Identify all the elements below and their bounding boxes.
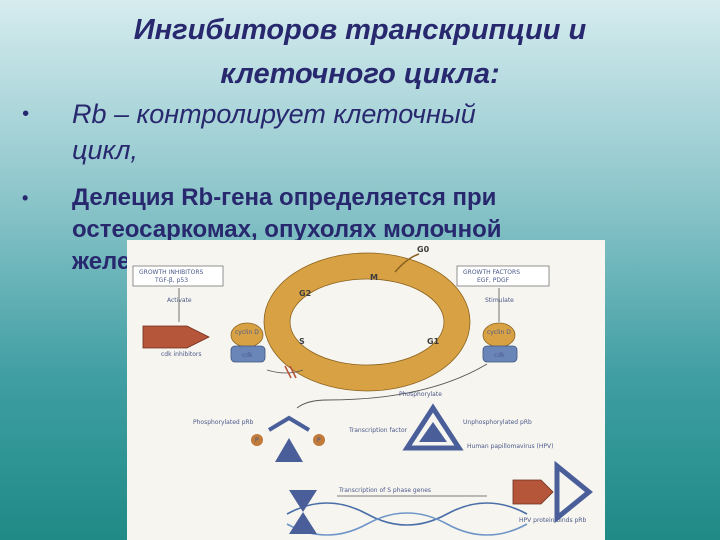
transcription-factor-left-icon [275, 438, 303, 462]
phase-g1-label: G1 [427, 337, 440, 346]
activate-label: Activate [167, 297, 192, 304]
bullet-rb-control: • Rb – контролирует клеточный цикл, [22, 96, 642, 168]
phosphorylate-arrow [296, 363, 488, 409]
cdk-inhibitors-label: cdk inhibitors [161, 351, 202, 358]
transcription-factor-label: Transcription factor [348, 427, 408, 434]
cdk-right-icon [482, 345, 518, 363]
block-mark [289, 365, 297, 379]
cdk-right-label: cdk [494, 352, 505, 359]
stimulate-label: Stimulate [485, 297, 514, 304]
dna-strand-icon [286, 512, 528, 536]
growth-factors-examples: EGF, PDGF [477, 277, 510, 284]
phase-g2-label: G2 [299, 289, 311, 298]
cdk-left-label: cdk [242, 352, 253, 359]
transcription-factor-dna-icon [289, 512, 317, 534]
bullet-marker: • [22, 103, 30, 125]
phosphorylate-label: Phosphorylate [399, 391, 442, 398]
hpv-protein-icon [512, 479, 554, 505]
growth-inhibitors-box [132, 265, 224, 287]
phase-s-label: S [299, 337, 305, 346]
transcription-factor-bound-icon [419, 422, 447, 442]
unphosphorylated-prb-label: Unphosphorylated pRb [463, 419, 532, 426]
prb-open-icon [267, 415, 311, 432]
phosphate-right-label: P [317, 437, 321, 444]
prb-hpv-bound-icon [554, 460, 593, 524]
prb-bound-icon [402, 403, 464, 451]
growth-factors-label: GROWTH FACTORS [463, 269, 520, 276]
cdk-inhibitor-arrow-icon [142, 325, 210, 349]
blocked-pathway [266, 369, 304, 374]
title-line-1: Ингибиторов транскрипции и [133, 14, 587, 46]
cyclin-d-right-label: cyclin D [487, 329, 511, 336]
title-line-2: клеточного цикла: [220, 58, 500, 90]
phosphate-right-icon [313, 434, 325, 446]
bullet-line: Rb – контролирует клеточный [72, 99, 476, 129]
cell-cycle-ring-outline [263, 252, 471, 392]
hpv-protein-label: HPV protein binds pRb [519, 517, 586, 524]
cell-cycle-diagram: GROWTH INHIBITORS TGF-β, p53 Activate cd… [132, 245, 593, 536]
dna-strand-icon [286, 502, 528, 526]
slide-title: Ингибиторов транскрипции и клеточного ци… [60, 8, 660, 96]
bullet-text: Делеция Rb-гена определяется при остеоса… [72, 182, 602, 278]
cell-cycle-ring [264, 253, 470, 391]
cyclin-d-left-label: cyclin D [235, 329, 259, 336]
phosphorylated-prb-label: Phosphorylated pRb [193, 419, 254, 426]
bullet-line: Делеция Rb-гена определяется при [72, 184, 497, 211]
bullet-line: цикл, [72, 135, 138, 165]
g0-arrow [394, 253, 420, 273]
transcription-factor-dna-icon [289, 490, 317, 512]
hpv-label: Human papillomavirus (HPV) [467, 443, 553, 450]
phosphate-left-icon [251, 434, 263, 446]
block-mark [284, 365, 292, 379]
phase-g0-label: G0 [417, 245, 430, 254]
bullet-line: желе [72, 248, 131, 275]
phosphate-left-label: P [255, 437, 259, 444]
growth-factors-box [456, 265, 550, 287]
growth-inhibitors-examples: TGF-β, p53 [154, 277, 188, 284]
bullet-rb-deletion: • Делеция Rb-гена определяется при остео… [22, 182, 602, 278]
bullet-text: Rb – контролирует клеточный цикл, [72, 96, 642, 168]
cdk-left-icon [230, 345, 266, 363]
bullet-line: остеосаркомах, опухолях молочной [72, 216, 502, 243]
transcription-s-label: Transcription of S phase genes [338, 487, 431, 494]
cell-cycle-ring-inner [289, 278, 445, 366]
cell-cycle-figure: GROWTH INHIBITORS TGF-β, p53 Activate cd… [127, 240, 605, 540]
growth-inhibitors-label: GROWTH INHIBITORS [139, 269, 204, 276]
phase-m-label: M [370, 273, 378, 282]
bullet-marker: • [22, 188, 29, 208]
